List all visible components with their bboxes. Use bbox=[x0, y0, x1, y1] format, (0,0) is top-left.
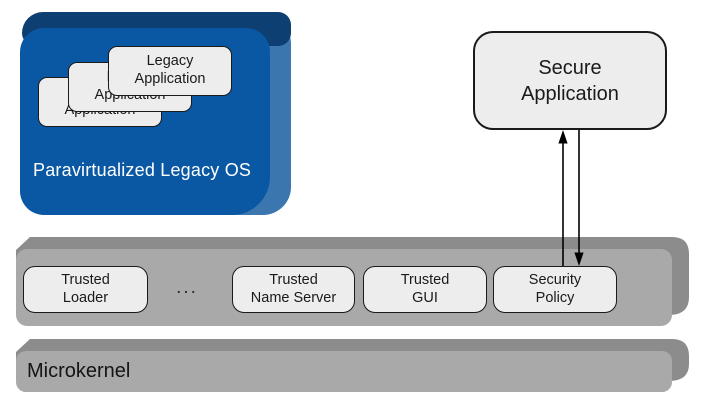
arrow-down bbox=[574, 130, 584, 266]
arrow-up bbox=[558, 130, 568, 266]
legacy-app-label-line2: Application bbox=[134, 71, 206, 87]
security-policy-label-line1: Security bbox=[528, 271, 582, 288]
secure-application-label-line2: Application bbox=[521, 82, 619, 105]
trusted-name-server-box: Trusted Name Server bbox=[232, 266, 355, 313]
secure-application-box: Secure Application bbox=[473, 31, 667, 130]
trusted-name-server-label-line2: Name Server bbox=[250, 289, 337, 306]
trusted-gui-label-line1: Trusted bbox=[400, 271, 450, 288]
microkernel-label: Microkernel bbox=[27, 360, 131, 382]
trusted-loader-label-line2: Loader bbox=[62, 289, 109, 306]
security-policy-label-line2: Policy bbox=[535, 289, 575, 306]
legacy-app-box-front: Legacy Application bbox=[108, 46, 232, 96]
trusted-name-server-label-line1: Trusted bbox=[269, 271, 318, 288]
trusted-layer-ellipsis: ... bbox=[176, 277, 198, 298]
trusted-loader-box: Trusted Loader bbox=[23, 266, 148, 313]
security-policy-box: Security Policy bbox=[493, 266, 617, 313]
legacy-app-label-line1: Legacy bbox=[146, 53, 194, 70]
trusted-loader-label-line1: Trusted bbox=[61, 271, 110, 288]
secure-application-label-line1: Secure bbox=[538, 56, 602, 79]
trusted-gui-box: Trusted GUI bbox=[363, 266, 487, 313]
legacy-os-label: Paravirtualized Legacy OS bbox=[33, 160, 252, 180]
trusted-gui-label-line2: GUI bbox=[412, 289, 438, 306]
